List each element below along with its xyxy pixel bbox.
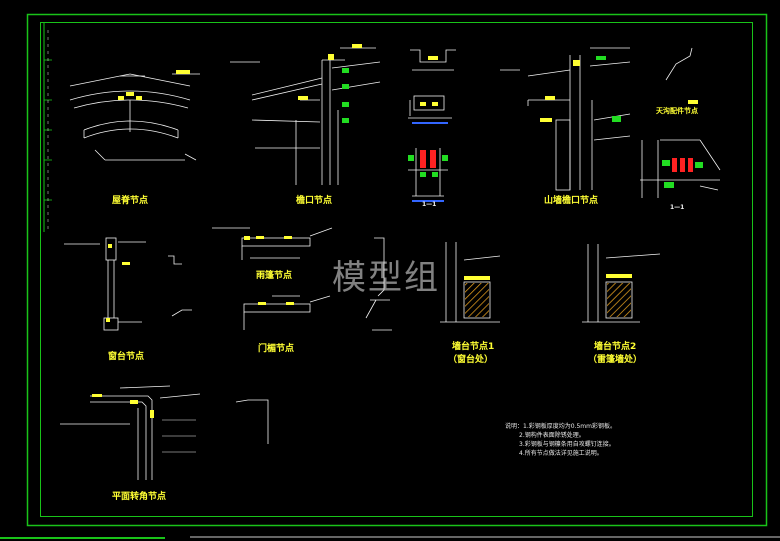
label-plan-corner: 平面转角节点 bbox=[112, 492, 167, 502]
wall-base-1-accent bbox=[464, 276, 490, 280]
label-window-sill: 窗台节点 bbox=[108, 352, 145, 362]
label-section-a: 1—1 bbox=[422, 201, 437, 208]
note-line-1: 说明：1.彩钢板厚度均为0.5mm彩钢板。 bbox=[505, 423, 616, 430]
detail-roof-ridge bbox=[69, 73, 200, 161]
gable-eave-color bbox=[540, 56, 621, 122]
gutter-accessory-color bbox=[662, 100, 703, 188]
detail-door-head bbox=[243, 295, 331, 330]
detail-gable-eave bbox=[500, 47, 631, 191]
detail-wall-base-1 bbox=[440, 242, 501, 323]
note-line-3: 3.彩钢板与钢檩条用自攻螺钉连接。 bbox=[519, 441, 615, 448]
wall-base-1-hatch bbox=[465, 283, 489, 317]
label-eave: 檐口节点 bbox=[296, 196, 333, 206]
detail-window-sill bbox=[64, 237, 192, 331]
detail-flashing bbox=[365, 237, 392, 331]
label-section-b: 1—1 bbox=[670, 204, 685, 211]
label-door-head: 门楣节点 bbox=[258, 344, 295, 354]
detail-rain-canopy bbox=[212, 227, 333, 260]
plan-corner-dims bbox=[162, 419, 196, 453]
rain-canopy-color bbox=[244, 236, 292, 240]
detail-gutter-accessory bbox=[640, 47, 721, 198]
note-line-4: 4.所有节点做法详见施工说明。 bbox=[519, 450, 603, 457]
wall-base-2-accent bbox=[606, 274, 632, 278]
drawing-border bbox=[0, 13, 780, 539]
window-sill-color bbox=[106, 244, 130, 322]
roof-ridge-highlights bbox=[118, 70, 190, 100]
label-wall-base-1: 墙台节点1 bbox=[452, 342, 495, 352]
label-roof-ridge: 屋脊节点 bbox=[112, 196, 149, 206]
gutter-small-color bbox=[408, 56, 448, 202]
door-head-color bbox=[258, 302, 294, 305]
detail-wall-base-2 bbox=[582, 244, 661, 323]
detail-eave bbox=[230, 47, 381, 185]
watermark: 模型组 bbox=[332, 258, 440, 298]
label-rain-canopy: 雨篷节点 bbox=[256, 271, 293, 281]
note-line-2: 2.钢构件表面除锈处理。 bbox=[519, 432, 585, 439]
title-strip bbox=[44, 30, 52, 230]
label-gable-eave: 山墙檐口节点 bbox=[544, 196, 599, 206]
label-wall-base-2-sub: （雷篷墙处） bbox=[588, 355, 643, 365]
detail-gutter-small bbox=[408, 49, 456, 197]
wall-base-2-hatch bbox=[607, 283, 631, 317]
detail-plan-corner bbox=[60, 385, 269, 480]
label-gutter-detail: 天沟配件节点 bbox=[656, 107, 698, 115]
label-wall-base-1-sub: （窗台处） bbox=[448, 355, 494, 365]
plan-corner-color bbox=[92, 394, 154, 418]
notes-block: 说明：1.彩钢板厚度均为0.5mm彩钢板。 2.钢构件表面除锈处理。 3.彩钢板… bbox=[505, 422, 616, 458]
eave-highlights bbox=[298, 44, 362, 123]
label-wall-base-2: 墙台节点2 bbox=[594, 342, 637, 352]
